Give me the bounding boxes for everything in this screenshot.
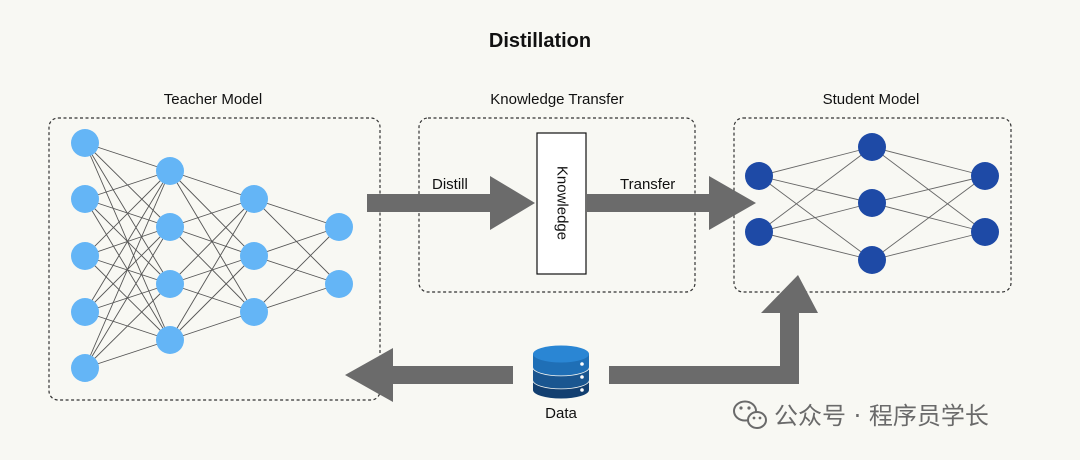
teacher-edge	[84, 283, 171, 369]
teacher-node-l1-n5	[71, 354, 99, 382]
teacher-node-l3-n2	[240, 242, 268, 270]
wechat-icon	[733, 400, 767, 429]
data-to-teacher-arrow	[345, 348, 513, 402]
student-node-l2-n3	[858, 246, 886, 274]
teacher-edge	[169, 311, 255, 341]
teacher-model-panel	[48, 117, 381, 401]
teacher-model-label: Teacher Model	[164, 91, 262, 108]
teacher-edge	[84, 170, 171, 313]
student-node-l3-n2	[971, 218, 999, 246]
teacher-node-l1-n4	[71, 298, 99, 326]
knowledge-transfer-label: Knowledge Transfer	[490, 91, 623, 108]
knowledge-box	[536, 132, 587, 275]
teacher-edge	[169, 198, 255, 341]
student-edge	[758, 231, 873, 261]
teacher-node-l2-n2	[156, 213, 184, 241]
student-edge	[871, 146, 986, 177]
student-edge	[758, 146, 873, 177]
student-node-l2-n1	[858, 133, 886, 161]
teacher-network-nodes	[71, 129, 353, 382]
teacher-node-l2-n3	[156, 270, 184, 298]
distill-arrow	[367, 176, 535, 230]
teacher-node-l2-n4	[156, 326, 184, 354]
student-edge	[758, 202, 873, 233]
teacher-edge	[169, 198, 255, 228]
student-model-label: Student Model	[823, 91, 920, 108]
teacher-edge	[253, 226, 340, 257]
transfer-label: Transfer	[620, 176, 675, 193]
teacher-edge	[84, 142, 171, 172]
teacher-node-l4-n2	[325, 270, 353, 298]
student-edge	[758, 146, 873, 233]
transfer-arrow	[587, 176, 756, 230]
distill-label: Distill	[432, 176, 468, 193]
teacher-node-l1-n3	[71, 242, 99, 270]
data-to-student-arrow	[609, 275, 818, 384]
student-network-edges	[758, 146, 986, 261]
teacher-edge	[169, 198, 255, 285]
teacher-edge	[169, 170, 255, 257]
student-network-nodes	[745, 133, 999, 274]
teacher-node-l1-n1	[71, 129, 99, 157]
watermark-text: 公众号 · 程序员学长	[774, 402, 989, 430]
diagram-title: Distillation	[489, 30, 591, 52]
teacher-node-l3-n1	[240, 185, 268, 213]
teacher-edge	[84, 339, 171, 369]
teacher-edge	[84, 170, 171, 257]
student-edge	[871, 175, 986, 204]
student-edge	[871, 175, 986, 261]
teacher-edge	[253, 198, 340, 228]
student-node-l1-n2	[745, 218, 773, 246]
knowledge-label: Knowledge	[554, 166, 571, 240]
teacher-edge	[84, 170, 171, 200]
teacher-node-l2-n1	[156, 157, 184, 185]
data-label: Data	[545, 405, 577, 422]
student-node-l1-n1	[745, 162, 773, 190]
teacher-edge	[253, 226, 340, 313]
teacher-node-l1-n2	[71, 185, 99, 213]
teacher-edge	[84, 226, 171, 369]
teacher-edge	[253, 283, 340, 313]
teacher-node-l3-n3	[240, 298, 268, 326]
student-node-l3-n1	[971, 162, 999, 190]
teacher-edge	[84, 170, 171, 369]
teacher-edge	[169, 255, 255, 341]
teacher-edge	[169, 170, 255, 200]
teacher-network-edges	[84, 142, 340, 369]
student-node-l2-n2	[858, 189, 886, 217]
teacher-node-l4-n1	[325, 213, 353, 241]
student-edge	[871, 231, 986, 261]
database-icon	[532, 345, 590, 399]
student-edge	[758, 175, 873, 261]
